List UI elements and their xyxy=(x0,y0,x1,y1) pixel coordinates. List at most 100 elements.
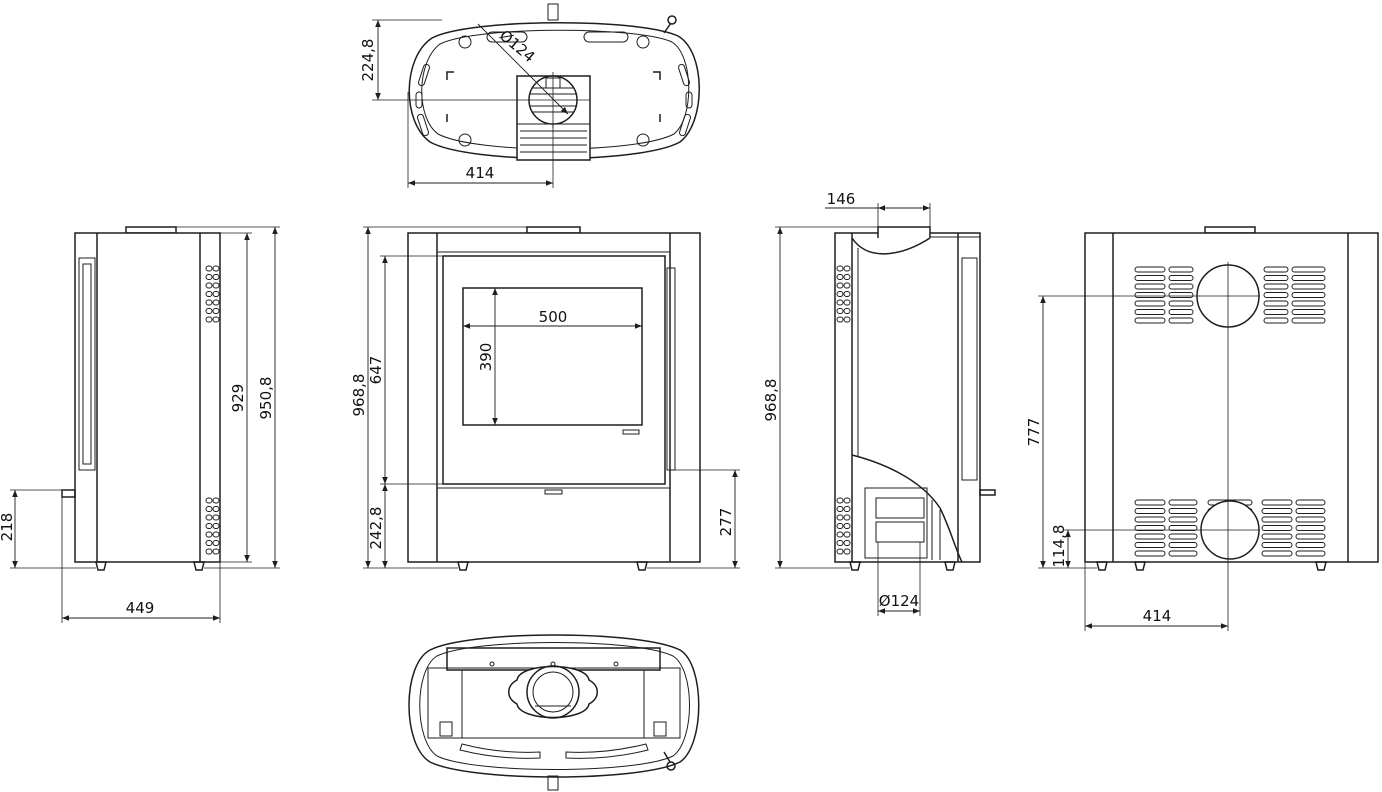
vent-slot xyxy=(1134,300,1166,307)
vent-slot xyxy=(1261,499,1293,506)
front-overall-height-label: 968,8 xyxy=(350,374,368,417)
vent-slot xyxy=(1295,516,1326,523)
front-door-height-label: 647 xyxy=(367,356,385,385)
door-panel xyxy=(442,255,666,485)
rear-outlet-height-label: 777 xyxy=(1025,418,1043,447)
side-glass xyxy=(78,257,96,471)
vent-slot xyxy=(843,523,851,529)
front-body xyxy=(407,232,701,563)
vent-slot xyxy=(212,523,220,529)
foot xyxy=(636,561,648,571)
vent-slot xyxy=(212,265,220,272)
vent-slot xyxy=(212,308,220,314)
vent-slot xyxy=(843,506,851,512)
side-slot xyxy=(678,63,690,87)
vent-slot xyxy=(836,316,844,323)
vent-slot xyxy=(1291,300,1326,307)
vent-slot xyxy=(1134,550,1166,557)
vent-slot xyxy=(836,523,844,529)
vent-slot xyxy=(212,540,220,546)
side-depth-label: 449 xyxy=(126,599,155,617)
top-hole xyxy=(636,35,650,49)
vent-slot xyxy=(205,299,213,306)
vent-slot xyxy=(1168,533,1198,540)
vent-slot xyxy=(205,523,213,529)
vent-slot xyxy=(1168,542,1198,548)
vent-slot xyxy=(1134,317,1166,324)
vent-slot xyxy=(1134,283,1166,290)
flue-damper xyxy=(545,77,561,89)
vent-slot xyxy=(1134,499,1166,506)
vent-slot xyxy=(836,506,844,512)
vent-slot xyxy=(843,548,851,555)
side-glass xyxy=(961,257,978,481)
vent-slot xyxy=(205,282,213,289)
vent-slot xyxy=(1134,525,1166,531)
vent-slot xyxy=(1295,525,1326,531)
vent-slot xyxy=(1263,317,1289,324)
bottom-view xyxy=(408,634,700,791)
vent-slot xyxy=(205,506,213,512)
side-slot xyxy=(679,113,691,137)
vent-slot xyxy=(1291,292,1326,298)
vent-slot xyxy=(205,540,213,546)
rear-width-label: 414 xyxy=(1143,607,1172,625)
ash-pan-handle xyxy=(544,489,563,495)
vent-slot xyxy=(843,274,851,280)
top-slot xyxy=(486,31,528,43)
vent-slot xyxy=(1134,533,1166,540)
vent-slot xyxy=(1168,550,1198,557)
vent-slot xyxy=(843,531,851,538)
internal-plate xyxy=(875,497,925,519)
side-lip-height-label: 218 xyxy=(0,513,16,542)
vent-slot xyxy=(836,274,844,280)
front-base-height-label: 242,8 xyxy=(367,507,385,550)
vent-slot xyxy=(205,291,213,297)
vent-slot xyxy=(1168,499,1198,506)
top-hole xyxy=(636,133,650,147)
vent-slot xyxy=(1291,266,1326,273)
top-plate-inner-edge xyxy=(421,29,690,150)
vent-slot xyxy=(205,514,213,521)
vent-slot xyxy=(212,291,220,297)
brand-plate xyxy=(622,429,640,435)
vent-slot xyxy=(836,540,844,546)
section-vents xyxy=(836,265,851,555)
flue-knob xyxy=(547,3,559,21)
top-view: 224,8 414 Ø124 xyxy=(359,3,700,188)
vent-slot xyxy=(843,540,851,546)
vent-slot xyxy=(1263,275,1289,281)
corner-mount xyxy=(653,721,667,737)
vent-slot xyxy=(205,308,213,314)
hearth-lip xyxy=(61,489,76,498)
vent-slot xyxy=(1295,499,1326,506)
flue-knob xyxy=(547,775,559,791)
vent-slot xyxy=(836,548,844,555)
vent-slot xyxy=(212,548,220,555)
vent-slot xyxy=(212,282,220,289)
vent-slot xyxy=(1168,300,1194,307)
vent-slot xyxy=(212,514,220,521)
vent-slot xyxy=(1168,275,1194,281)
vent-slot xyxy=(843,282,851,289)
vent-slot xyxy=(1295,550,1326,557)
vent-slot xyxy=(1168,309,1194,315)
corner-bracket xyxy=(653,71,661,80)
vent-slot xyxy=(205,531,213,538)
vent-slot xyxy=(836,265,844,272)
mount-hole xyxy=(489,661,495,667)
internal-chamber xyxy=(864,487,928,559)
vent-slot xyxy=(1291,317,1326,324)
vent-slot xyxy=(212,299,220,306)
vent-slot xyxy=(843,514,851,521)
top-hole xyxy=(458,133,472,147)
vent-slot xyxy=(1261,542,1293,548)
side-glass-inner xyxy=(82,263,92,465)
vent-slot xyxy=(1291,283,1326,290)
top-depth-label: 224,8 xyxy=(359,39,377,82)
bottom-plate-inner-edge xyxy=(419,642,690,770)
vent-slot xyxy=(1263,300,1289,307)
foot xyxy=(193,561,205,571)
top-slot xyxy=(583,31,629,43)
rear-lower-outlet-height-label: 114,8 xyxy=(1050,525,1068,568)
